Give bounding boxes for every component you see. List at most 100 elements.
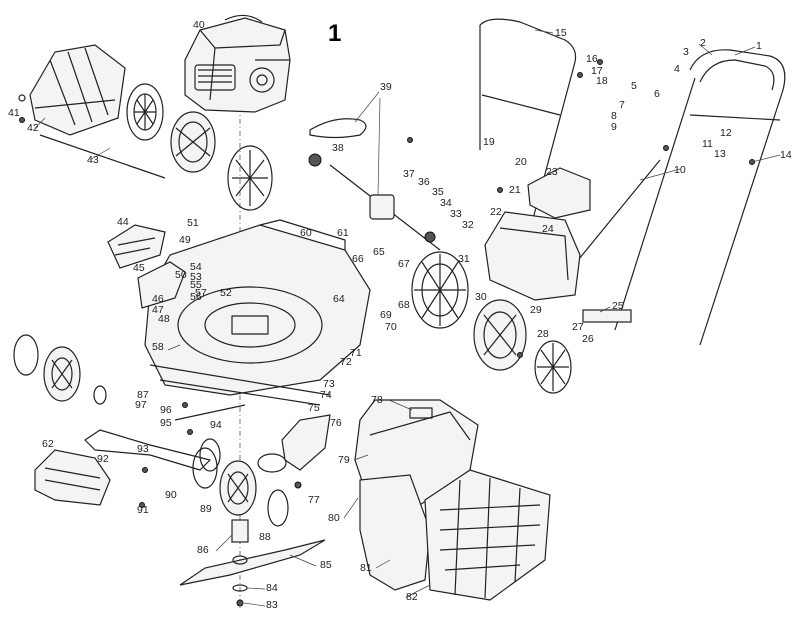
callout-29: 29 bbox=[530, 304, 542, 316]
callout-49: 49 bbox=[179, 234, 191, 246]
callout-83: 83 bbox=[266, 599, 278, 611]
callout-52: 52 bbox=[220, 287, 232, 299]
callout-60: 60 bbox=[300, 227, 312, 239]
callout-44: 44 bbox=[117, 216, 129, 228]
drive-assembly bbox=[308, 118, 441, 251]
callout-21: 21 bbox=[509, 184, 521, 196]
callout-92: 92 bbox=[97, 453, 109, 465]
callout-5: 5 bbox=[631, 80, 637, 92]
callout-88: 88 bbox=[259, 531, 271, 543]
callout-35: 35 bbox=[432, 186, 444, 198]
small-fasteners bbox=[19, 59, 755, 508]
callout-47: 47 bbox=[152, 304, 164, 316]
callout-72: 72 bbox=[340, 356, 352, 368]
mulch-flap bbox=[107, 224, 186, 309]
callout-4: 4 bbox=[674, 63, 680, 75]
callout-76: 76 bbox=[330, 417, 342, 429]
callout-38: 38 bbox=[332, 142, 344, 154]
wheel-rear-right-cap bbox=[534, 340, 572, 394]
callout-20: 20 bbox=[515, 156, 527, 168]
callout-40: 40 bbox=[193, 19, 205, 31]
callout-73: 73 bbox=[323, 378, 335, 390]
wheel-rear-left-tyre bbox=[170, 111, 216, 173]
callout-69: 69 bbox=[380, 309, 392, 321]
callout-15: 15 bbox=[555, 27, 567, 39]
callout-87: 87 bbox=[137, 389, 149, 401]
wheel-front-left bbox=[13, 334, 107, 405]
callout-74: 74 bbox=[320, 389, 332, 401]
wheel-rear-right bbox=[411, 251, 469, 329]
wheel-front-right bbox=[192, 447, 289, 527]
callout-95: 95 bbox=[160, 417, 172, 429]
handle-upper bbox=[614, 49, 786, 346]
callout-2: 2 bbox=[700, 37, 706, 49]
callout-37: 37 bbox=[403, 168, 415, 180]
rear-axle bbox=[84, 404, 246, 472]
callout-94: 94 bbox=[210, 419, 222, 431]
callout-91: 91 bbox=[137, 504, 149, 516]
callout-66: 66 bbox=[352, 253, 364, 265]
callout-53: 53 bbox=[190, 271, 202, 283]
callout-11: 11 bbox=[702, 138, 713, 150]
callout-3: 3 bbox=[683, 46, 689, 58]
callout-48: 48 bbox=[158, 313, 170, 325]
wheel-rear-right-tyre bbox=[473, 299, 527, 371]
callout-8: 8 bbox=[611, 110, 617, 122]
callout-36: 36 bbox=[418, 176, 430, 188]
battery-box bbox=[34, 449, 111, 506]
discharge-chute bbox=[257, 414, 331, 473]
callout-33: 33 bbox=[450, 208, 462, 220]
callout-56: 56 bbox=[190, 291, 202, 303]
callout-23: 23 bbox=[546, 166, 558, 178]
height-bar bbox=[582, 309, 632, 323]
callout-12: 12 bbox=[720, 127, 732, 139]
callout-22: 22 bbox=[490, 206, 502, 218]
callout-96: 96 bbox=[160, 404, 172, 416]
wheel-rear-left bbox=[126, 83, 164, 141]
callout-93: 93 bbox=[137, 443, 149, 455]
callout-61: 61 bbox=[337, 227, 349, 239]
callout-13: 13 bbox=[714, 148, 726, 160]
callout-86: 86 bbox=[197, 544, 209, 556]
callout-85: 85 bbox=[320, 559, 332, 571]
callout-62: 62 bbox=[42, 438, 54, 450]
grass-bag bbox=[359, 469, 551, 601]
callout-32: 32 bbox=[462, 219, 474, 231]
callout-39: 39 bbox=[380, 81, 392, 93]
callout-27: 27 bbox=[572, 321, 584, 333]
callout-64: 64 bbox=[333, 293, 345, 305]
callout-1: 1 bbox=[756, 40, 762, 52]
mower-deck bbox=[144, 219, 371, 406]
callout-43: 43 bbox=[87, 154, 99, 166]
callout-18: 18 bbox=[596, 75, 608, 87]
callout-81: 81 bbox=[360, 562, 372, 574]
callout-78: 78 bbox=[371, 394, 383, 406]
callout-77: 77 bbox=[308, 494, 320, 506]
callout-65: 65 bbox=[373, 246, 385, 258]
callout-31: 31 bbox=[458, 253, 470, 265]
callout-80: 80 bbox=[328, 512, 340, 524]
callout-26: 26 bbox=[582, 333, 594, 345]
callout-labels: 1 2 3 4 5 6 7 8 9 10 11 12 13 14 15 16 1… bbox=[8, 19, 792, 611]
callout-30: 30 bbox=[475, 291, 487, 303]
callout-17: 17 bbox=[591, 65, 603, 77]
callout-82: 82 bbox=[406, 591, 418, 603]
callout-28: 28 bbox=[537, 328, 549, 340]
handle-lower bbox=[479, 18, 577, 231]
callout-41: 41 bbox=[8, 107, 20, 119]
callout-16: 16 bbox=[586, 53, 598, 65]
callout-55: 55 bbox=[190, 279, 202, 291]
catcher-rod bbox=[39, 134, 166, 179]
callout-51: 51 bbox=[187, 217, 199, 229]
callout-19: 19 bbox=[483, 136, 495, 148]
callout-67: 67 bbox=[398, 258, 410, 270]
callout-71: 71 bbox=[350, 347, 362, 359]
callout-79: 79 bbox=[338, 454, 350, 466]
callout-57: 57 bbox=[195, 287, 207, 299]
blade bbox=[179, 519, 326, 607]
control-cable bbox=[569, 159, 661, 271]
callout-24: 24 bbox=[542, 223, 554, 235]
callout-50: 50 bbox=[175, 269, 187, 281]
callout-97: 97 bbox=[135, 399, 147, 411]
